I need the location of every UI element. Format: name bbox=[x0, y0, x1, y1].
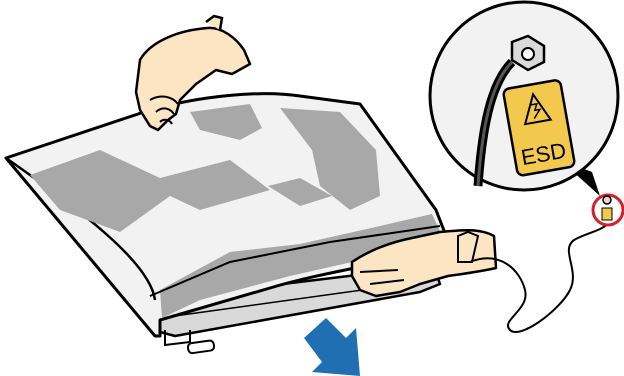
direction-arrow-icon bbox=[304, 318, 360, 376]
ground-point-callout bbox=[593, 195, 623, 225]
esd-zoom-callout: ESD bbox=[430, 2, 618, 190]
